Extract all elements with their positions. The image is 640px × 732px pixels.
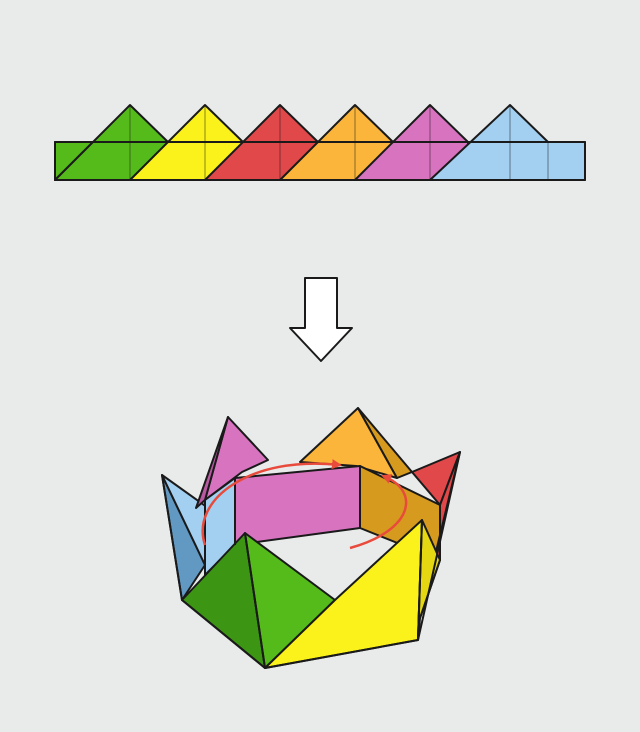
crown-pink-wall [234, 465, 361, 546]
crown-edge-1 [244, 532, 266, 669]
strip-outline [54, 141, 586, 181]
down-arrow-icon [289, 277, 353, 362]
flat-strip [54, 104, 586, 181]
rotate-arrows-icon [201, 459, 408, 550]
crown-pink-point-shade [195, 416, 229, 509]
rotation-arrow-top [201, 459, 342, 546]
rotation-arrow-right [349, 474, 408, 550]
crown-edge-2 [417, 519, 423, 641]
crown-orange-point-shade [357, 407, 413, 479]
crown [161, 407, 461, 669]
